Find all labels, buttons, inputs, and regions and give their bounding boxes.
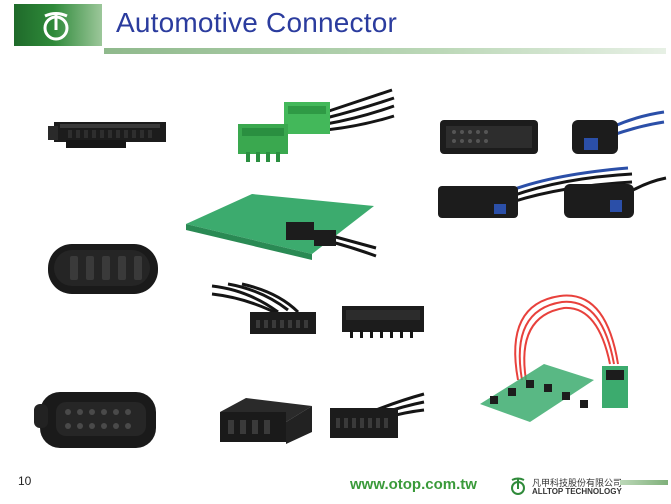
product-image-sealed-connector xyxy=(48,244,158,294)
product-image-header-connector xyxy=(342,306,424,338)
alltop-logo-icon xyxy=(511,477,525,495)
company-name-english: ALLTOP TECHNOLOGY xyxy=(532,487,622,496)
alltop-logo-icon xyxy=(43,12,69,41)
product-image-wired-plug xyxy=(330,392,425,438)
website-url[interactable]: www.otop.com.tw xyxy=(350,476,477,493)
product-image-pcb-board-connector xyxy=(186,194,377,260)
product-image-wire-harness xyxy=(211,282,316,334)
page-number: 10 xyxy=(18,474,32,488)
product-image-red-wire-pcb-harness xyxy=(480,294,628,422)
page-title: Automotive Connector xyxy=(116,7,398,38)
company-name-chinese: 凡甲科技股份有限公司 xyxy=(532,479,623,489)
product-image-board-connector xyxy=(220,398,312,444)
title-underline xyxy=(104,48,666,54)
header-logo xyxy=(14,4,102,46)
product-image-green-terminal-block xyxy=(238,88,395,162)
product-image-multipin-connector xyxy=(34,392,156,448)
product-image-blue-wire-connector xyxy=(438,110,667,218)
product-image-inline-connector xyxy=(48,122,166,148)
footer-accent-bar xyxy=(620,480,668,485)
